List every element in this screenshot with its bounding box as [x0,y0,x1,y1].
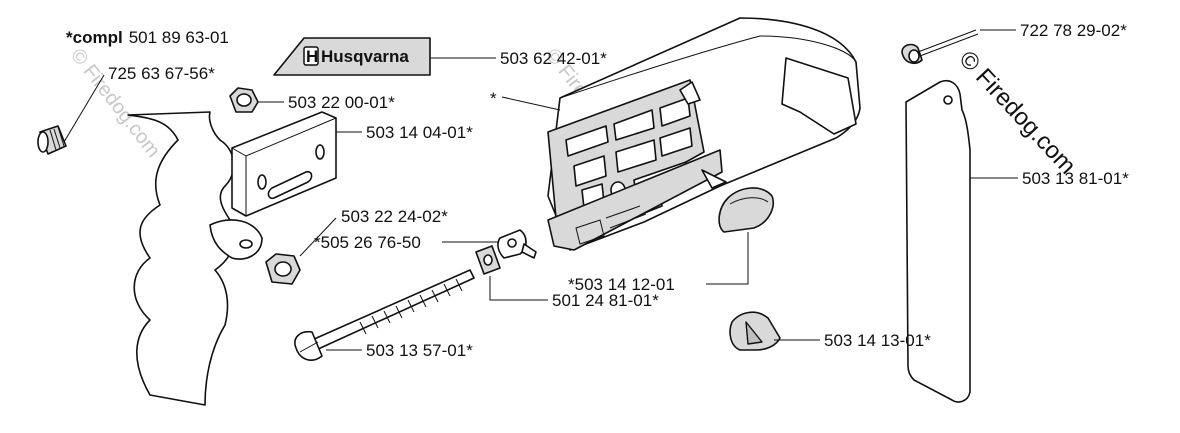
screw [37,125,67,155]
mounting-plate-hole-right [315,144,325,160]
husqvarna-logo-text: Husqvarna [321,47,409,66]
leader-nut-bottom [299,217,337,257]
callout-cover: * [490,89,497,108]
callout-pad-lower: 503 14 13-01* [824,331,931,350]
mounting-plate-edge [231,117,337,216]
mounting-plate [231,111,337,217]
leader-screw [63,74,105,143]
callout-screw: 725 63 67-56* [108,64,215,83]
washer [475,245,501,275]
leader-washer [489,276,548,301]
mounting-plate-hole-left [257,174,267,190]
pin [901,29,979,65]
nut-top [229,87,259,113]
bumper-spike-plate [127,111,236,406]
callout-chain-pin: *505 26 76-50 [314,233,421,252]
mounting-plate-slot [267,170,313,200]
guard-plate [905,79,971,403]
callout-plate: 503 14 04-01* [366,123,473,142]
husqvarna-logo-mark: H [306,47,318,66]
watermark-main: © Firedog.com [954,46,1081,180]
bumper-tab [209,219,263,260]
decal: H Husqvarna [273,37,431,76]
bumper-hole [239,239,253,249]
leader-pad-upper [706,232,749,285]
pad-upper [718,187,774,233]
tension-screw [294,269,475,361]
sprocket-cover [547,17,861,251]
leader-cover [501,96,561,111]
assembly-number: 501 89 63-01 [129,28,229,47]
callout-nut-bottom: 503 22 24-02* [341,207,448,226]
callout-pad-upper: *503 14 12-01 [568,275,675,294]
pad-lower [729,311,781,351]
assembly-label: *compl 501 89 63-01 [66,28,229,47]
callout-tension-screw: 503 13 57-01* [366,341,473,360]
callout-washer: 501 24 81-01* [552,291,659,310]
callout-decal: 503 62 42-01* [500,49,607,68]
nut-bottom [265,253,301,285]
callout-pin: 722 78 29-02* [1020,21,1127,40]
callout-nut-top: 503 22 00-01* [288,93,395,112]
watermark-faint-left: © Firedog.com [66,45,164,162]
assembly-prefix: *compl [66,28,123,47]
callout-guard-plate: 503 13 81-01* [1022,169,1129,188]
husqvarna-logo: H Husqvarna [303,46,409,66]
chain-pin [497,229,537,259]
